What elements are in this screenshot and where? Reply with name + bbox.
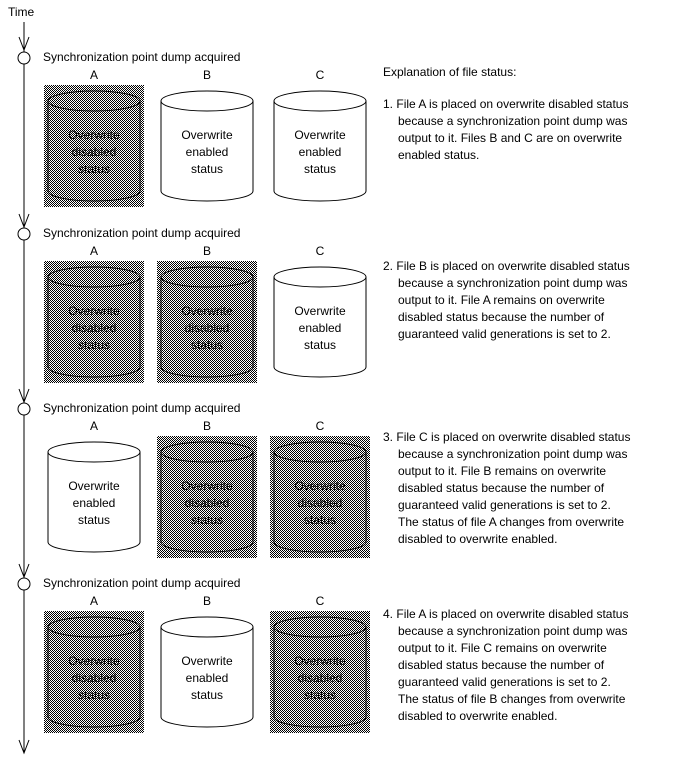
cylinder-body	[160, 277, 254, 378]
status-disabled-text: Overwrite disabled status	[294, 654, 346, 702]
explanation-title: Explanation of file status:	[383, 65, 517, 79]
timeline-arrow	[18, 36, 30, 52]
cylinder-fill	[161, 627, 253, 727]
event-label: Synchronization point dump acquired	[43, 576, 241, 590]
status-enabled-text: Overwrite enabled status	[181, 654, 233, 702]
cylinder-fill	[274, 101, 366, 201]
cylinder-top	[160, 266, 254, 288]
cylinder-top	[273, 90, 367, 112]
disabled-shading	[157, 436, 257, 558]
timeline-arrow	[18, 388, 30, 404]
file-label-b: B	[202, 419, 211, 433]
disabled-shading	[44, 85, 144, 207]
status-disabled-text: Overwrite disabled status	[294, 479, 346, 527]
status-disabled-text: Overwrite disabled status	[181, 304, 233, 352]
file-cylinders	[44, 85, 370, 733]
explanation-text: File B is placed on overwrite disabled s…	[396, 259, 630, 341]
cylinder-top	[273, 266, 367, 288]
cylinder-body	[160, 452, 254, 553]
explanation-number: 2.	[383, 259, 394, 273]
cylinder-body	[47, 627, 141, 728]
cylinder-top	[47, 266, 141, 288]
explanation-number: 3.	[383, 430, 394, 444]
file-label-c: C	[315, 594, 325, 608]
status-enabled-text: Overwrite enabled status	[294, 128, 346, 176]
file-label-b: B	[202, 244, 211, 258]
cylinder-top	[47, 90, 141, 112]
timeline-event-marker	[17, 51, 31, 65]
timeline-arrow	[18, 213, 30, 229]
cylinder-body	[47, 452, 141, 553]
timeline	[17, 22, 31, 755]
explanation-item: 2. File B is placed on overwrite disable…	[383, 258, 673, 343]
cylinder-body	[273, 277, 367, 378]
file-label-a: A	[89, 68, 98, 82]
timeline-event-marker	[17, 577, 31, 591]
file-label-a: A	[89, 594, 98, 608]
cylinder-fill	[48, 452, 140, 552]
cylinder-body	[47, 277, 141, 378]
file-label-b: B	[202, 594, 211, 608]
cylinder-body	[273, 452, 367, 553]
disabled-shading	[270, 611, 370, 733]
disabled-shading	[44, 261, 144, 383]
status-enabled-text: Overwrite enabled status	[181, 128, 233, 176]
cylinder-top	[47, 441, 141, 463]
timeline-arrow-end	[18, 739, 30, 755]
cylinder-body	[273, 101, 367, 202]
explanation-item: 4. File A is placed on overwrite disable…	[383, 606, 673, 725]
cylinder-body	[160, 101, 254, 202]
timeline-arrow	[18, 563, 30, 579]
time-axis-label: Time	[8, 5, 35, 19]
cylinder-top	[160, 616, 254, 638]
explanation-text: File A is placed on overwrite disabled s…	[396, 97, 629, 162]
cylinder-body	[273, 627, 367, 728]
timeline-event-marker	[17, 227, 31, 241]
status-disabled-text: Overwrite disabled status	[68, 128, 120, 176]
event-label: Synchronization point dump acquired	[43, 401, 241, 415]
file-label-a: A	[89, 419, 98, 433]
status-enabled-text: Overwrite enabled status	[68, 479, 120, 527]
file-label-a: A	[89, 244, 98, 258]
disabled-shading	[157, 261, 257, 383]
cylinder-top	[160, 441, 254, 463]
file-label-b: B	[202, 68, 211, 82]
disabled-shading	[270, 436, 370, 558]
explanation-item: 3. File C is placed on overwrite disable…	[383, 429, 673, 548]
disabled-shading	[44, 611, 144, 733]
cylinder-fill	[274, 277, 366, 377]
status-disabled-text: Overwrite disabled status	[68, 304, 120, 352]
explanation-number: 1.	[383, 97, 394, 111]
status-disabled-text: Overwrite disabled status	[68, 654, 120, 702]
timeline-event-marker	[17, 402, 31, 416]
explanation-item: 1. File A is placed on overwrite disable…	[383, 96, 673, 164]
status-enabled-text: Overwrite enabled status	[294, 304, 346, 352]
cylinder-fill	[161, 101, 253, 201]
event-label: Synchronization point dump acquired	[43, 226, 241, 240]
file-label-c: C	[315, 68, 325, 82]
file-label-c: C	[315, 244, 325, 258]
cylinder-top	[160, 90, 254, 112]
event-label: Synchronization point dump acquired	[43, 50, 241, 64]
status-disabled-text: Overwrite disabled status	[181, 479, 233, 527]
explanation-number: 4.	[383, 607, 394, 621]
cylinder-body	[47, 101, 141, 202]
file-label-c: C	[315, 419, 325, 433]
explanation-text: File A is placed on overwrite disabled s…	[396, 607, 629, 723]
cylinder-top	[273, 441, 367, 463]
cylinder-body	[160, 627, 254, 728]
cylinder-top	[273, 616, 367, 638]
explanation-text: File C is placed on overwrite disabled s…	[396, 430, 631, 546]
cylinder-top	[47, 616, 141, 638]
